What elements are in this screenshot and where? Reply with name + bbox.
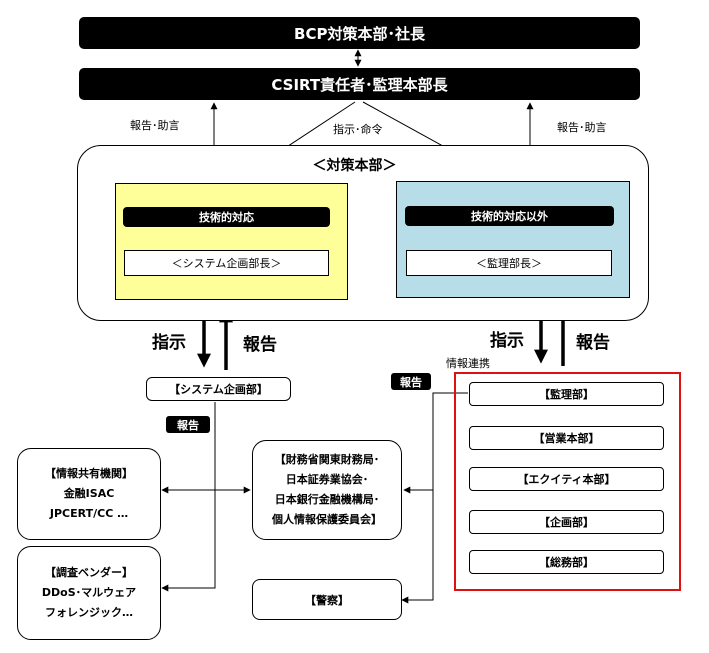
dept-planning-label: 【企画部】 <box>539 516 594 529</box>
nontech-title: 技術的対応以外 <box>471 210 548 223</box>
report-badge-monitor: 報告 <box>391 373 431 390</box>
vendor-box: 【調査ベンダー】 DDoS･マルウェア フォレンジック… <box>17 546 161 640</box>
left-report-label: 報告 <box>243 335 277 355</box>
dept-sales-box: 【営業本部】 <box>469 426 664 450</box>
tech-role: ＜システム企画部長＞ <box>171 257 282 270</box>
dept-monitor-box: 【監理部】 <box>469 382 664 406</box>
right-instruct-label: 指示 <box>490 331 524 351</box>
ceo-label: BCP対策本部･社長 <box>294 24 425 43</box>
tech-title: 技術的対応 <box>199 211 254 224</box>
info-sharing-line-3: JPCERT/CC … <box>49 507 129 520</box>
info-sharing-line-2: 金融ISAC <box>63 487 115 500</box>
info-sharing-line-1: 【情報共有機関】 <box>45 467 133 480</box>
vendor-line-1: 【調査ベンダー】 <box>45 566 133 579</box>
nontech-role: ＜監理部長＞ <box>476 257 542 270</box>
tech-role-box: ＜システム企画部長＞ <box>124 250 329 276</box>
info-link-label: 情報連携 <box>446 357 490 370</box>
report-badge-monitor-text: 報告 <box>400 375 422 389</box>
report-advice-right-label: 報告･助言 <box>557 121 607 134</box>
instruction-order-label: 指示･命令 <box>333 123 383 136</box>
csirt-bar: CSIRT責任者･監理本部長 <box>79 68 640 100</box>
report-advice-left-label: 報告･助言 <box>130 119 180 132</box>
system-vendor-connector <box>161 402 216 592</box>
nontech-panel <box>396 181 630 298</box>
vendor-line-3: フォレンジック… <box>45 606 133 619</box>
info-sharing-box: 【情報共有機関】 金融ISAC JPCERT/CC … <box>17 448 161 540</box>
ceo-bar: BCP対策本部･社長 <box>79 17 640 49</box>
dept-equity-label: 【エクイティ本部】 <box>517 473 616 486</box>
report-badge-system: 報告 <box>166 416 210 433</box>
regulators-line-2: 日本証券業協会･ <box>285 473 369 486</box>
regulators-line-1: 【財務省関東財務局･ <box>274 453 380 466</box>
dept-equity-box: 【エクイティ本部】 <box>469 467 664 491</box>
system-dept-label: 【システム企画部】 <box>169 383 268 396</box>
police-box: 【警察】 <box>252 579 402 620</box>
dept-general-affairs-box: 【総務部】 <box>469 550 664 574</box>
tech-title-bar: 技術的対応 <box>123 207 330 227</box>
nontech-role-box: ＜監理部長＞ <box>406 250 612 276</box>
nontech-title-bar: 技術的対応以外 <box>405 206 614 226</box>
right-report-label: 報告 <box>576 333 610 353</box>
regulators-line-3: 日本銀行金融機構局･ <box>274 493 380 506</box>
dept-general-affairs-label: 【総務部】 <box>539 556 594 569</box>
left-instruct-label: 指示 <box>152 333 186 353</box>
monitor-police-connector <box>401 392 468 604</box>
report-badge-system-text: 報告 <box>177 418 199 432</box>
dept-planning-box: 【企画部】 <box>469 510 664 534</box>
departments-group <box>454 372 681 591</box>
csirt-label: CSIRT責任者･監理本部長 <box>271 75 448 94</box>
tech-panel <box>115 183 348 300</box>
regulators-box: 【財務省関東財務局･ 日本証券業協会･ 日本銀行金融機構局･ 個人情報保護委員会… <box>252 440 402 540</box>
police-label: 【警察】 <box>305 593 349 607</box>
hq-title: ＜対策本部＞ <box>312 158 397 174</box>
dept-monitor-label: 【監理部】 <box>539 388 594 401</box>
dept-sales-label: 【営業本部】 <box>533 432 600 445</box>
system-dept-box: 【システム企画部】 <box>146 377 291 401</box>
regulators-line-4: 個人情報保護委員会】 <box>272 513 382 526</box>
vendor-line-2: DDoS･マルウェア <box>41 586 137 599</box>
